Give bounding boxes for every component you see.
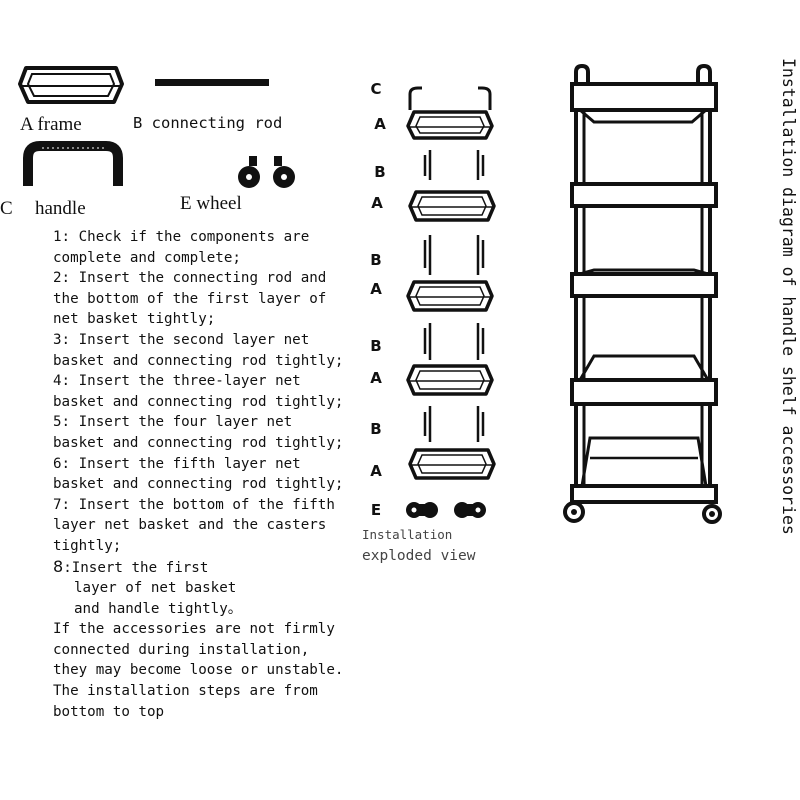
step-8-line-2: layer of net basket (74, 580, 237, 597)
frame-illustration (18, 66, 124, 104)
note-line: If the accessories are not firmly (53, 621, 335, 638)
handle-illustration (23, 141, 123, 186)
rods-layer-1 (423, 150, 485, 180)
frame-layer-2 (408, 190, 496, 222)
exploded-label-a: A (370, 280, 382, 298)
part-c-label: handle (35, 198, 86, 219)
step-line: 6: Insert the fifth layer net (53, 455, 301, 472)
part-a-label: A frame (20, 114, 82, 135)
step-8-number: 8 (53, 556, 64, 576)
step-line: basket and connecting rod tightly; (53, 434, 344, 451)
handle-piece-left (408, 86, 422, 110)
part-e-label: E wheel (180, 193, 242, 214)
note-line: The installation steps are from (53, 683, 318, 700)
step-line: complete and complete; (53, 249, 241, 266)
rods-layer-3 (423, 323, 485, 360)
exploded-label-e: E (370, 501, 382, 519)
rods-layer-4 (423, 406, 485, 442)
exploded-label-b: B (370, 337, 382, 355)
wheel-illustration (238, 156, 295, 188)
step-8-text: :Insert the first (63, 559, 209, 576)
exploded-label-a: A (374, 115, 386, 133)
frame-layer-5 (408, 448, 496, 480)
connecting-rod-illustration (155, 79, 269, 86)
step-line: 7: Insert the bottom of the fifth (53, 496, 335, 513)
note-line: connected during installation, (53, 641, 310, 658)
note-line: bottom to top (53, 703, 165, 720)
step-line: the bottom of the first layer of (53, 290, 327, 307)
wheels-exploded (406, 502, 486, 518)
rods-layer-2 (423, 235, 485, 275)
assembled-shelf-drawing (563, 63, 722, 524)
part-b-label: B connecting rod (133, 114, 283, 132)
instruction-steps: 1: Check if the components are complete … (53, 227, 353, 722)
exploded-label-c: C (370, 80, 382, 98)
exploded-label-b: B (370, 420, 382, 438)
frame-layer-3 (406, 280, 494, 312)
step-line: basket and connecting rod tightly; (53, 476, 344, 493)
handle-piece-right (478, 86, 492, 110)
step-line: tightly; (53, 537, 122, 554)
exploded-caption: exploded view (362, 548, 476, 564)
diagram-title: Installation diagram of handle shelf acc… (779, 58, 798, 535)
step-line: 5: Insert the four layer net (53, 414, 293, 431)
exploded-label-b: B (370, 251, 382, 269)
step-line: 4: Insert the three-layer net (53, 373, 301, 390)
exploded-label-a: A (370, 462, 382, 480)
step-line: 3: Insert the second layer net (53, 331, 310, 348)
exploded-view-drawing (406, 86, 496, 518)
step-line: 2: Insert the connecting rod and (53, 270, 327, 287)
step-line: basket and connecting rod tightly; (53, 393, 344, 410)
step-8-line-3: and handle tightly。 (74, 600, 242, 617)
note-line: they may become loose or unstable. (53, 662, 344, 679)
exploded-label-a: A (370, 369, 382, 387)
exploded-caption-small: Installation (362, 527, 453, 542)
step-line: layer net basket and the casters (53, 517, 327, 534)
step-line: basket and connecting rod tightly; (53, 352, 344, 369)
exploded-label-b: B (374, 163, 386, 181)
frame-layer-4 (406, 364, 494, 396)
step-line: 1: Check if the components are (53, 229, 310, 245)
frame-layer-1 (406, 110, 494, 140)
step-line: net basket tightly; (53, 311, 216, 328)
step-8-line-1: 8:Insert the first (53, 557, 353, 579)
exploded-label-a: A (371, 194, 383, 212)
part-c-letter: C (0, 198, 13, 219)
